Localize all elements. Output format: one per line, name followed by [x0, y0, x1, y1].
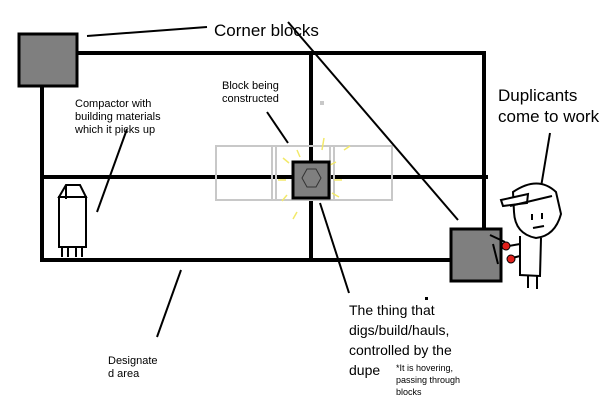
duplicant-hand-upper	[501, 241, 511, 251]
thing-label: The thing that digs/build/hauls, control…	[349, 302, 452, 378]
duplicant-figure	[489, 182, 563, 289]
annotation-pointers	[86, 21, 551, 338]
planned-block-left	[215, 145, 277, 201]
hexagon-icon	[301, 168, 322, 188]
planned-block-right	[329, 145, 393, 201]
duplicants-label: Duplicants come to work	[498, 86, 600, 126]
designated-area-label: Designate d area	[108, 355, 158, 380]
planned-block-center	[271, 145, 335, 201]
block-being-constructed	[291, 160, 331, 200]
dot-mark	[425, 297, 428, 300]
hovering-note: *It is hovering, passing through blocks	[396, 363, 461, 397]
compactor-label: Compactor with building materials which …	[75, 98, 161, 136]
corner-block-top-left	[17, 32, 79, 88]
corner-block-bottom-right	[449, 227, 503, 283]
debris-mark	[320, 101, 324, 105]
compactor	[57, 184, 88, 257]
designated-area-outline	[40, 51, 486, 262]
construction-sparkles	[278, 137, 351, 220]
duplicant-hand-lower	[506, 254, 516, 264]
corner-blocks-label: Corner blocks	[214, 21, 319, 40]
block-constructed-label: Block being constructed	[222, 80, 279, 105]
